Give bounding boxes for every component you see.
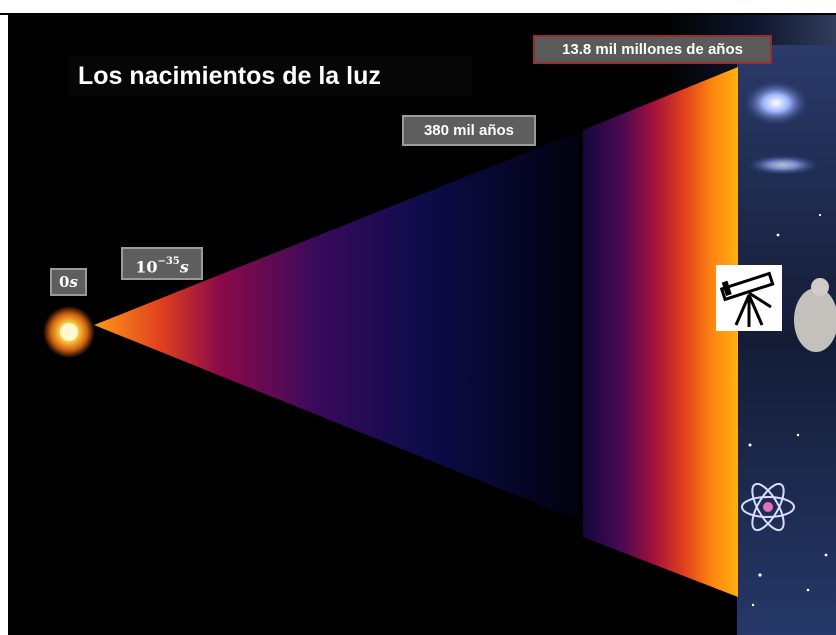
recombination-label: 380 mil años bbox=[402, 115, 536, 146]
inflation-base: 10 bbox=[135, 257, 158, 277]
timeline-graphic bbox=[43, 15, 836, 635]
origin-time-label: 0s bbox=[50, 268, 87, 296]
top-rule bbox=[0, 13, 836, 15]
inflation-time-label: 10−35s bbox=[121, 247, 203, 280]
present-age-label: 13.8 mil millones de años bbox=[533, 35, 772, 64]
origin-value: 0 bbox=[59, 273, 70, 291]
inflation-exponent: −35 bbox=[157, 256, 180, 267]
early-universe-cone bbox=[94, 132, 578, 520]
thinker-statue-icon bbox=[794, 278, 836, 352]
big-bang-flash-icon bbox=[43, 306, 95, 358]
slide-title: Los nacimientos de la luz bbox=[68, 55, 472, 97]
slide: Los nacimientos de la luz 13.8 mil millo… bbox=[8, 15, 836, 635]
atom-icon bbox=[741, 482, 795, 532]
observable-universe-band bbox=[583, 67, 738, 597]
inflation-unit: s bbox=[179, 257, 189, 277]
star-field bbox=[748, 213, 828, 607]
telescope-icon bbox=[716, 265, 782, 331]
galaxy-icon bbox=[744, 81, 819, 175]
origin-unit: s bbox=[69, 273, 78, 291]
